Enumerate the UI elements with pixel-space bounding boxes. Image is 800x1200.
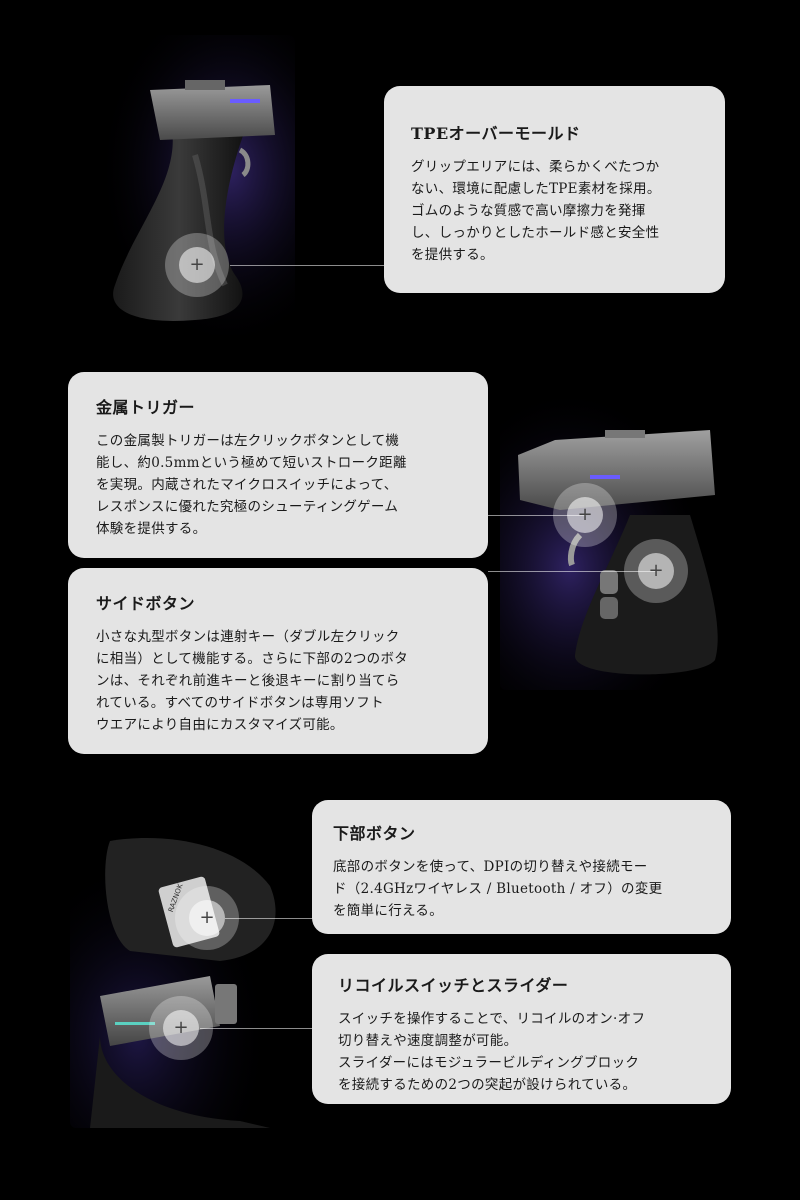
feature-description: グリップエリアには、柔らかくべたつか ない、環境に配慮したTPE素材を採用。 ゴ… [411,159,661,263]
mouse-grip-illustration [75,35,295,335]
connector-line-1 [230,265,385,266]
plus-icon: + [173,1017,189,1038]
connector-line-5 [200,1028,313,1029]
hotspot-tpe-overmold[interactable]: + [165,233,229,297]
mouse-bottom-illustration: RAZNOK [70,826,295,1128]
feature-title: TPEオーバーモールド [411,124,581,143]
feature-card-metal-trigger: 金属トリガー この金属製トリガーは左クリックボタンとして機 能し、約0.5mmと… [68,372,488,558]
feature-description: この金属製トリガーは左クリックボタンとして機 能し、約0.5mmという極めて短い… [96,433,407,537]
hotspot-bottom-buttons[interactable]: + [175,886,239,950]
connector-line-2 [488,515,586,516]
feature-card-side-buttons: サイドボタン 小さな丸型ボタンは連射キー（ダブル左クリック に相当）として機能す… [68,568,488,754]
feature-description: スイッチを操作することで、リコイルのオン·オフ 切り替えや速度調整が可能。 スラ… [338,1011,646,1093]
product-photo-bottom: RAZNOK [70,826,295,1128]
plus-icon: + [648,560,664,581]
hotspot-side-buttons[interactable]: + [624,539,688,603]
hotspot-metal-trigger[interactable]: + [553,483,617,547]
product-photo-grip [75,35,295,335]
feature-card-tpe-overmold: TPEオーバーモールド グリップエリアには、柔らかくべたつか ない、環境に配慮し… [384,86,725,293]
feature-title: リコイルスイッチとスライダー [338,976,569,995]
connector-line-3 [488,571,656,572]
plus-icon: + [577,504,593,525]
product-photo-trigger [500,385,732,690]
connector-line-4 [225,918,313,919]
feature-description: 底部のボタンを使って、DPIの切り替えや接続モー ド（2.4GHzワイヤレス /… [333,859,663,919]
mouse-trigger-illustration [500,385,732,690]
feature-title: 下部ボタン [333,824,416,843]
feature-title: サイドボタン [96,594,196,613]
hotspot-recoil-switch[interactable]: + [149,996,213,1060]
feature-title: 金属トリガー [96,398,196,417]
feature-description: 小さな丸型ボタンは連射キー（ダブル左クリック に相当）として機能する。さらに下部… [96,629,409,733]
feature-card-bottom-buttons: 下部ボタン 底部のボタンを使って、DPIの切り替えや接続モー ド（2.4GHzワ… [312,800,731,934]
feature-card-recoil-switch: リコイルスイッチとスライダー スイッチを操作することで、リコイルのオン·オフ 切… [312,954,731,1104]
plus-icon: + [189,254,205,275]
plus-icon: + [199,907,215,928]
